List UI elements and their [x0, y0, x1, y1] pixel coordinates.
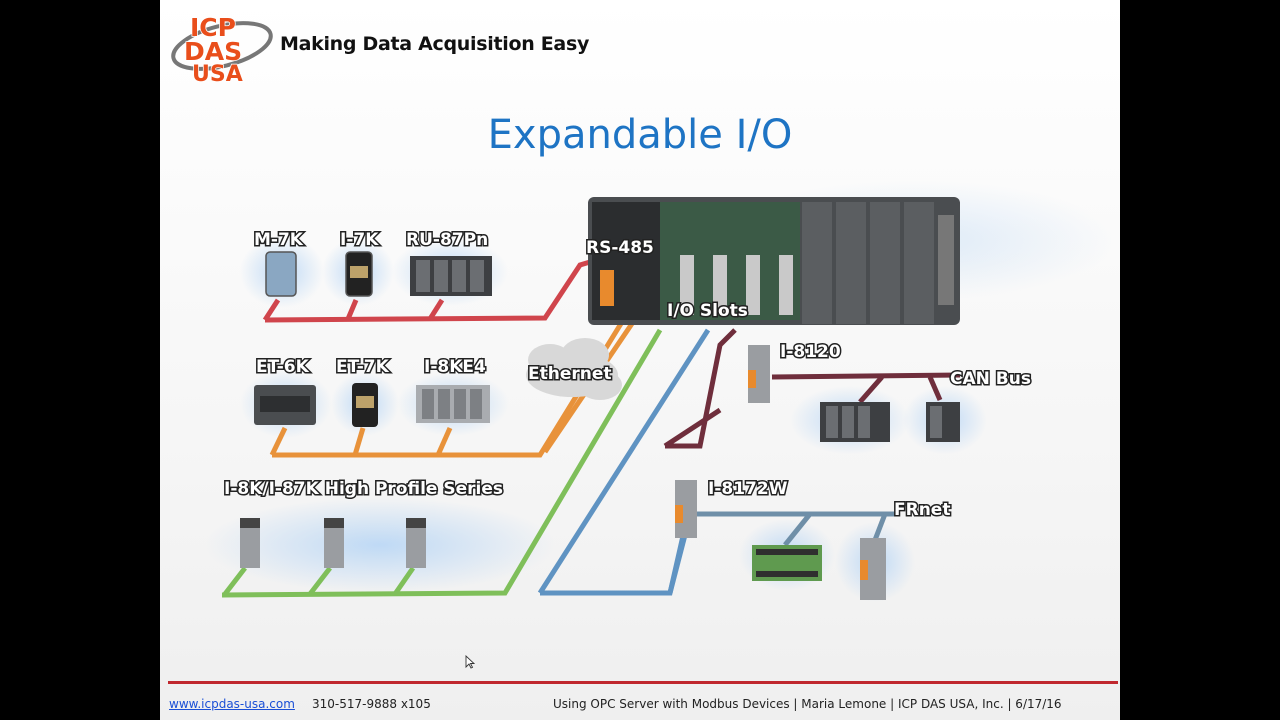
- slide-title: Expandable I/O: [487, 112, 793, 158]
- label-ethernet: Ethernet: [528, 364, 612, 384]
- logo-text-usa: USA: [192, 62, 243, 84]
- device-i7k: [345, 251, 373, 297]
- label-m7k: M-7K: [254, 230, 304, 250]
- device-can-node-1: [820, 402, 890, 442]
- can-bus-line: [663, 328, 961, 449]
- label-high-profile-series: I-8K/I-87K High Profile Series: [224, 479, 503, 499]
- main-controller-chassis: [588, 197, 960, 325]
- mouse-cursor-icon: [465, 655, 475, 669]
- device-frnet-module: [860, 538, 886, 600]
- expandable-io-diagram: M-7K I-7K RU-87Pn RS-485 I/O Slots Ether…: [205, 180, 1115, 602]
- label-i8120: I-8120: [780, 342, 841, 362]
- label-et6k: ET-6K: [256, 357, 310, 377]
- device-high-profile-3: [406, 518, 426, 568]
- logo-text-icp: ICP: [190, 13, 236, 42]
- device-high-profile-1: [240, 518, 260, 568]
- device-m7k: [265, 251, 297, 297]
- device-frnet-terminal-board: [752, 545, 822, 581]
- label-ru87pn: RU-87Pn: [406, 230, 488, 250]
- device-et7k: [352, 383, 378, 427]
- logo-text-das: DAS: [184, 37, 242, 66]
- device-i8120: [748, 345, 770, 403]
- icp-das-usa-logo: ICP DAS USA: [171, 12, 273, 84]
- label-i7k: I-7K: [340, 230, 379, 250]
- footer-phone: 310-517-9888 x105: [312, 697, 431, 711]
- device-i8172w: [675, 480, 697, 538]
- label-frnet: FRnet: [894, 500, 950, 520]
- device-ru87pn: [410, 256, 492, 296]
- device-et6k: [254, 385, 316, 425]
- device-i8ke4: [416, 385, 490, 423]
- footer-info: Using OPC Server with Modbus Devices | M…: [553, 697, 1062, 711]
- frnet-bus-line: [697, 511, 900, 547]
- device-can-node-2: [926, 402, 960, 442]
- footer-divider: [168, 681, 1118, 684]
- footer-website-link[interactable]: www.icpdas-usa.com: [169, 697, 295, 711]
- label-i8172w: I-8172W: [708, 479, 788, 499]
- label-can-bus: CAN Bus: [950, 369, 1031, 389]
- ethernet-cloud: [526, 338, 622, 400]
- rs485-bus-line: [262, 259, 591, 323]
- label-rs485: RS-485: [586, 238, 654, 258]
- label-io-slots: I/O Slots: [667, 301, 748, 321]
- label-et7k: ET-7K: [336, 357, 390, 377]
- tagline: Making Data Acquisition Easy: [280, 33, 590, 55]
- green-io-line: [221, 328, 663, 598]
- device-high-profile-2: [324, 518, 344, 568]
- slide: ICP DAS USA Making Data Acquisition Easy…: [160, 0, 1120, 720]
- label-i8ke4: I-8KE4: [424, 357, 486, 377]
